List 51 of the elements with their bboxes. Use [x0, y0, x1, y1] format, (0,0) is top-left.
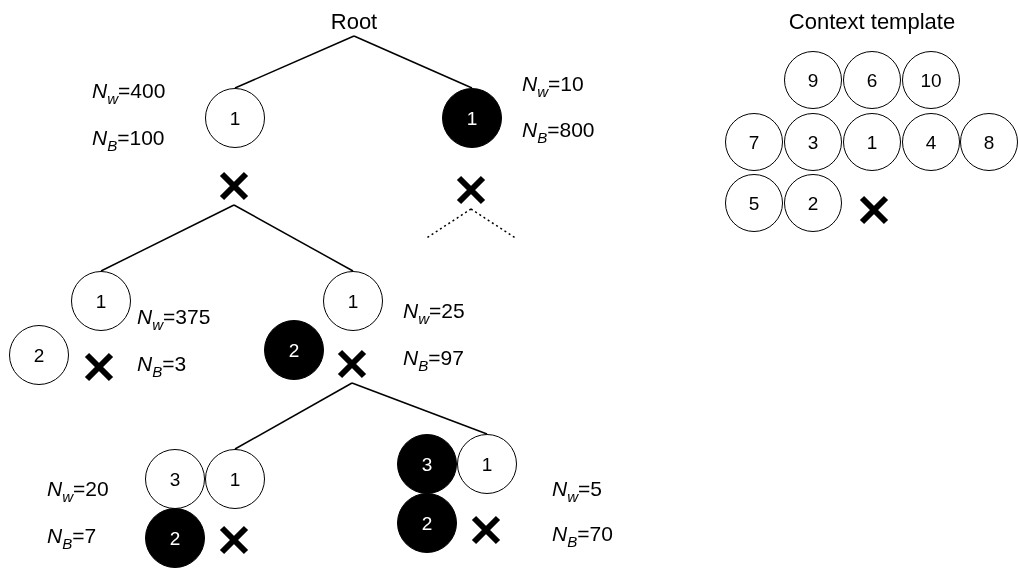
count-label: N$_{w}$=25 [403, 298, 465, 328]
count-label: N$_{B}$=70 [552, 521, 613, 551]
pixel-circle: 2 [145, 508, 205, 568]
pixel-circle: 2 [397, 493, 457, 553]
count-label: N$_{w}$=400 [92, 78, 166, 108]
pixel-circle: 3 [145, 449, 205, 509]
branch-line [233, 204, 354, 272]
branch-line [100, 204, 235, 272]
branch-line [351, 382, 488, 435]
cross-mark [859, 195, 889, 225]
dotted-branch-line [470, 208, 518, 240]
pixel-circle: 1 [205, 449, 265, 509]
pixel-circle: 5 [725, 174, 783, 232]
template-heading: Context template [788, 9, 956, 35]
count-label: N$_{B}$=800 [522, 117, 595, 147]
pixel-circle: 1 [205, 88, 265, 148]
pixel-circle: 2 [264, 320, 324, 380]
branch-line [353, 35, 473, 89]
pixel-circle: 4 [902, 113, 960, 171]
count-label: N$_{B}$=100 [92, 125, 165, 155]
pixel-circle: 3 [397, 434, 457, 494]
count-label: N$_{w}$=10 [522, 71, 584, 101]
pixel-circle: 9 [784, 51, 842, 109]
pixel-circle: 1 [843, 113, 901, 171]
branch-line [234, 382, 353, 450]
cross-mark [219, 171, 249, 201]
count-label: N$_{w}$=5 [552, 476, 603, 506]
branch-line [234, 35, 355, 89]
count-label: N$_{B}$=97 [403, 345, 464, 375]
pixel-circle: 10 [902, 51, 960, 109]
cross-mark [471, 515, 501, 545]
root-label: Root [330, 9, 378, 35]
pixel-circle: 7 [725, 113, 783, 171]
pixel-circle: 1 [323, 271, 383, 331]
cross-mark [456, 175, 486, 205]
cross-mark [219, 525, 249, 555]
pixel-circle: 2 [784, 174, 842, 232]
count-label: N$_{B}$=3 [137, 351, 187, 381]
pixel-circle: 1 [71, 271, 131, 331]
cross-mark [337, 349, 367, 379]
count-label: N$_{w}$=375 [137, 304, 211, 334]
pixel-circle: 1 [442, 88, 502, 148]
dotted-branch-line [424, 208, 472, 240]
pixel-circle: 2 [9, 325, 69, 385]
pixel-circle: 3 [784, 113, 842, 171]
pixel-circle: 1 [457, 434, 517, 494]
pixel-circle: 8 [960, 113, 1018, 171]
count-label: N$_{w}$=20 [47, 476, 109, 506]
pixel-circle: 6 [843, 51, 901, 109]
cross-mark [84, 352, 114, 382]
count-label: N$_{B}$=7 [47, 523, 97, 553]
